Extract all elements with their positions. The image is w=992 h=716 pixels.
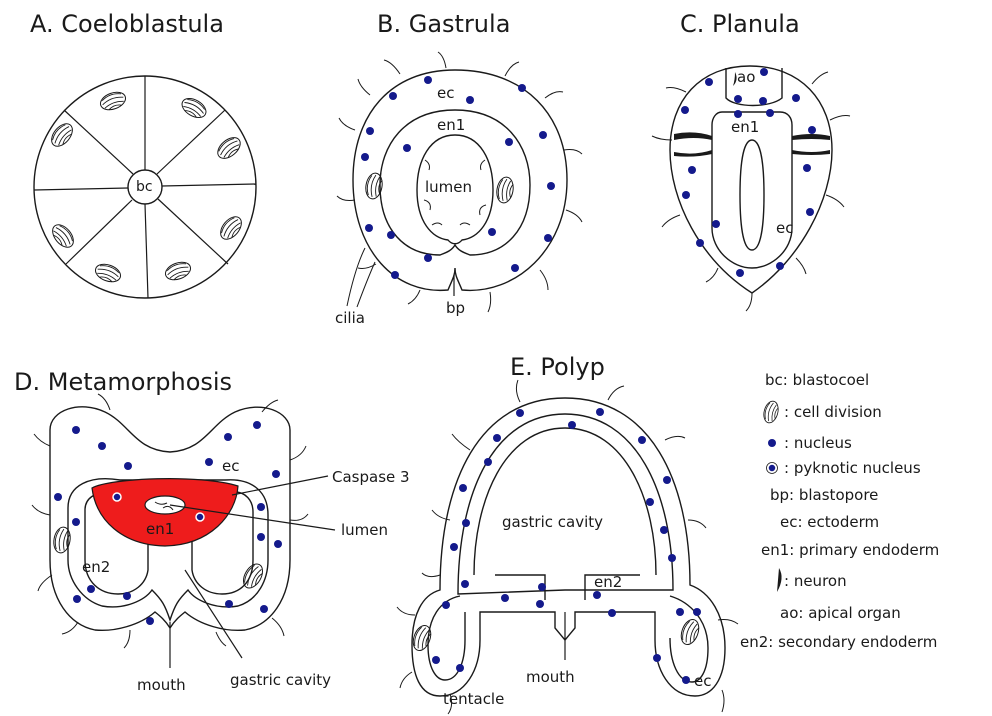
panel-c-title: C. Planula	[680, 10, 800, 38]
cell-division-icon	[762, 400, 781, 425]
planula-outline	[670, 66, 832, 293]
label-lumen-d: lumen	[341, 521, 388, 539]
legend-en2: en2: secondary endoderm	[740, 633, 937, 651]
label-cilia: cilia	[335, 309, 365, 327]
legend-ao: ao: apical organ	[780, 604, 901, 622]
label-mouth-d: mouth	[137, 676, 186, 694]
legend-bp: bp: blastopore	[770, 486, 878, 504]
polyp-outline	[412, 398, 725, 696]
label-ec-c: ec	[776, 219, 793, 237]
panel-c: C. Planula ao en1 ec	[652, 10, 850, 311]
legend-ec: ec: ectoderm	[780, 513, 879, 531]
label-en2-e: en2	[594, 573, 622, 591]
label-en1-d: en1	[146, 520, 174, 538]
neuron-icon	[777, 568, 782, 592]
legend-neuron: : neuron	[784, 572, 847, 590]
legend-bc: bc: blastocoel	[765, 371, 869, 389]
legend-nucleus: : nucleus	[784, 434, 852, 452]
label-gastric-d: gastric cavity	[230, 671, 331, 689]
label-en1-b: en1	[437, 116, 465, 134]
label-caspase: Caspase 3	[332, 468, 410, 486]
lumen-d	[145, 496, 185, 514]
panel-b: B. Gastrula ec en1 lumen cilia bp	[335, 10, 582, 327]
panel-e-title: E. Polyp	[510, 353, 605, 381]
label-ec-d: ec	[222, 457, 239, 475]
label-en2-d: en2	[82, 558, 110, 576]
legend: bc: blastocoel : cell division : nucleus…	[740, 371, 939, 651]
pyknotic-nucleus-icon	[768, 464, 776, 472]
panel-b-title: B. Gastrula	[377, 10, 510, 38]
label-ao-c: ao	[737, 68, 755, 86]
panel-d-title: D. Metamorphosis	[14, 368, 232, 396]
legend-en1: en1: primary endoderm	[761, 541, 939, 559]
label-lumen-b: lumen	[425, 178, 472, 196]
nucleus-icon	[768, 439, 776, 447]
label-ec-e: ec	[694, 672, 711, 690]
legend-cell-division: : cell division	[784, 403, 882, 421]
panel-a-title: A. Coeloblastula	[30, 10, 224, 38]
label-gastric-e: gastric cavity	[502, 513, 603, 531]
panel-e: E. Polyp gastric cavity en2	[397, 353, 738, 714]
panel-a: A. Coeloblastula bc	[30, 10, 256, 298]
label-ec-b: ec	[437, 84, 454, 102]
label-en1-c: en1	[731, 118, 759, 136]
label-tentacle: tentacle	[443, 690, 504, 708]
label-bc: bc	[136, 179, 153, 195]
label-bp: bp	[446, 299, 465, 317]
panel-d: D. Metamorphosis ec	[14, 368, 410, 694]
legend-pyknotic: : pyknotic nucleus	[784, 459, 921, 477]
label-mouth-e: mouth	[526, 668, 575, 686]
